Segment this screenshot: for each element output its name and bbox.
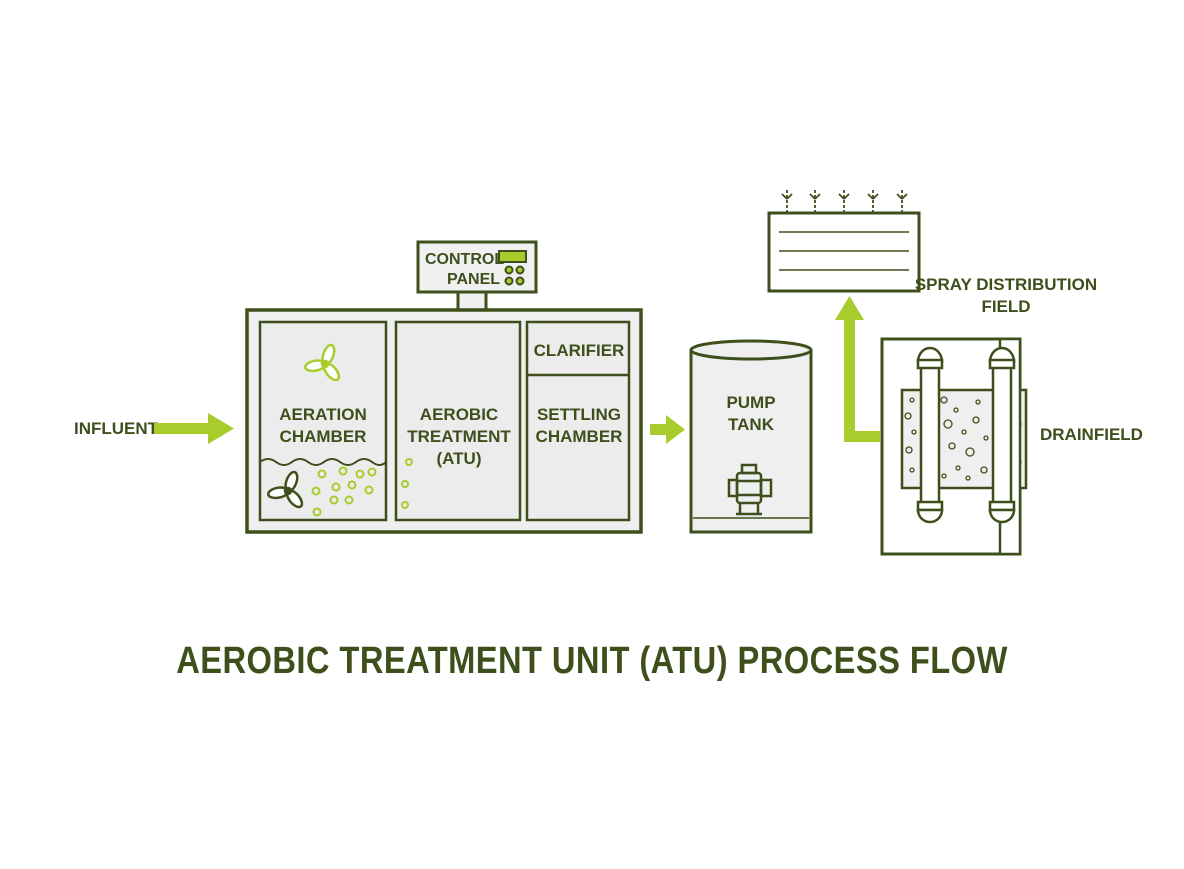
bubble-icon bbox=[401, 458, 413, 509]
control-panel-label-line2: PANEL bbox=[447, 271, 500, 288]
flow-arrow-icon bbox=[650, 415, 685, 444]
display-screen-icon bbox=[498, 250, 527, 263]
mixer-icon bbox=[267, 470, 304, 509]
aerobic-treatment-label-line3: (ATU) bbox=[437, 449, 482, 468]
aeration-chamber: AERATION CHAMBER bbox=[258, 320, 388, 522]
clarifier-label: CLARIFIER bbox=[534, 341, 625, 360]
spray-field-label-line2: FIELD bbox=[981, 297, 1030, 316]
aerobic-treatment-label-line2: TREATMENT bbox=[407, 427, 511, 446]
diagram-title: AEROBIC TREATMENT UNIT (ATU) PROCESS FLO… bbox=[176, 640, 1008, 682]
pump-tank-label-line1: PUMP bbox=[726, 393, 775, 412]
pump-icon bbox=[727, 463, 773, 516]
influent-label: INFLUENT bbox=[74, 419, 159, 438]
control-panel-label-line1: CONTROL bbox=[425, 251, 504, 268]
aerobic-treatment-label-line1: AEROBIC bbox=[420, 405, 498, 424]
influent-arrow-icon bbox=[154, 413, 234, 444]
control-panel: CONTROL PANEL bbox=[416, 240, 538, 314]
pump-tank: PUMP TANK bbox=[689, 339, 813, 534]
clarifier-chamber: CLARIFIER bbox=[525, 320, 631, 522]
bubble-icon bbox=[311, 466, 377, 517]
drainfield-label: DRAINFIELD bbox=[1040, 425, 1143, 444]
spray-field-label-line1: SPRAY DISTRIBUTION bbox=[915, 275, 1097, 294]
pump-tank-label-line2: TANK bbox=[728, 415, 775, 434]
distribution-pipe-icon bbox=[916, 346, 1016, 524]
settling-chamber-label-line1: SETTLING bbox=[537, 405, 621, 424]
settling-chamber-label-line2: CHAMBER bbox=[536, 427, 623, 446]
aeration-chamber-label-line1: AERATION bbox=[279, 405, 367, 424]
aeration-chamber-label-line2: CHAMBER bbox=[280, 427, 367, 446]
aerobic-treatment-chamber: AEROBIC TREATMENT (ATU) bbox=[394, 320, 522, 522]
flow-split-arrow-icon bbox=[835, 296, 880, 442]
keypad-icon bbox=[504, 265, 525, 286]
drainfield bbox=[880, 337, 1028, 556]
aerator-fan-icon bbox=[304, 343, 341, 382]
settling-chamber: SETTLING CHAMBER bbox=[536, 405, 623, 446]
sprinkler-icon bbox=[781, 190, 908, 212]
spray-distribution-field bbox=[767, 190, 921, 293]
